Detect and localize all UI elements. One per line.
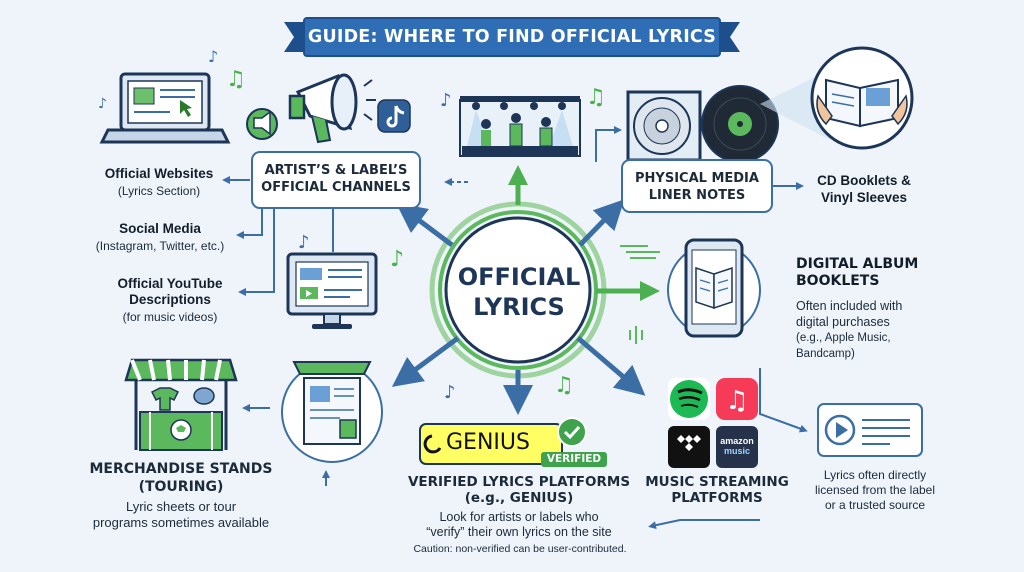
verified-platforms-title: VERIFIED LYRICS PLATFORMS (e.g., GENIUS) [394,474,644,506]
streaming-note-line-2: licensed from the label [814,483,936,497]
streaming-title-line-1: MUSIC STREAMING [645,474,789,490]
booklet-magnify-icon [760,46,914,150]
artist-channels-box [251,151,421,209]
streaming-note-line-3: or a trusted source [824,498,926,512]
artist-channels-title-line-2: OFFICIAL CHANNELS [261,180,411,195]
digital-booklets-desc: Often included with digital purchases (e… [796,298,996,362]
title-banner [284,17,740,57]
digital-booklets-title-line-1: DIGITAL ALBUM [796,256,919,272]
streaming-note-line-1: Lyrics often directly [823,468,927,482]
svg-text:♫: ♫ [586,85,606,110]
streaming-title: MUSIC STREAMING PLATFORMS [642,474,792,506]
social-title: Social Media [119,221,201,236]
websites-note: (Lyrics Section) [117,184,201,198]
video-lyrics-box [817,403,923,457]
verified-title-line-1: VERIFIED LYRICS PLATFORMS [407,474,631,490]
page-title: GUIDE: WHERE TO FIND OFFICIAL LYRICS [307,27,717,47]
physical-media-title-line-2: LINER NOTES [648,188,746,203]
youtube-title-line-2: Descriptions [129,292,211,307]
svg-text:♪: ♪ [298,232,310,253]
verified-desc-line-1: Look for artists or labels who [439,510,599,524]
youtube-title: Official YouTube Descriptions [98,276,242,308]
youtube-title-line-1: Official YouTube [117,276,223,291]
physical-media-detail-line-2: Vinyl Sleeves [820,190,908,205]
sound-wave-icon [620,245,660,344]
music-note-icons: ♪ ♫ ♪ ♪ ♫ ♪ ♪ ♫ ♪ [98,47,606,403]
spotify-icon [668,378,710,420]
digital-booklets-title-line-2: BOOKLETS [796,273,880,289]
merch-stand-icon [124,358,238,451]
svg-text:♪: ♪ [440,90,452,111]
merch-title-line-1: MERCHANDISE STANDS [89,461,273,477]
verified-platforms-desc: Look for artists or labels who “verify” … [396,510,642,540]
verified-title-line-2: (e.g., GENIUS) [464,490,574,506]
connector-arrows [222,126,808,530]
merch-title-line-2: (TOURING) [138,479,224,495]
megaphone-icon [246,73,376,144]
center-line-1: OFFICIAL [457,263,581,291]
cd-vinyl-icon [626,85,779,163]
artist-channels-title-line-1: ARTIST’S & LABEL’S [264,163,408,178]
digital-booklets-desc-line-4: Bandcamp) [796,348,855,360]
streaming-title-line-2: PLATFORMS [671,490,763,506]
digital-booklets-desc-line-2: digital purchases [796,315,890,329]
genius-logo-text: GENIUS [446,430,530,455]
lyric-sheet-icon [281,361,383,463]
laptop-icon [99,72,231,144]
websites-title: Official Websites [104,166,214,181]
svg-text:♫: ♫ [725,386,748,416]
center-hub-label: OFFICIAL LYRICS [444,262,594,322]
social-note: (Instagram, Twitter, etc.) [95,239,225,253]
svg-text:♪: ♪ [444,382,456,403]
svg-text:♫: ♫ [226,67,246,92]
arrow-to-physical-media [578,199,625,247]
physical-media-box [621,159,773,213]
merch-desc: Lyric sheets or tour programs sometimes … [82,499,280,531]
center-hub [429,201,607,379]
genius-logo [419,417,587,465]
merch-title: MERCHANDISE STANDS (TOURING) [88,460,274,496]
svg-text:♪: ♪ [208,47,218,66]
concert-stage-icon [459,96,581,157]
arrow-to-streaming [576,336,646,396]
center-line-2: LYRICS [473,293,565,321]
tiktok-icon [377,99,411,133]
amazon-music-icon [716,426,758,468]
physical-media-detail: CD Booklets & Vinyl Sleeves [800,172,928,206]
svg-text:♫: ♫ [554,373,574,398]
arrow-to-artist-channels [396,203,454,247]
physical-media-title: PHYSICAL MEDIA LINER NOTES [622,170,772,204]
verified-caution: Caution: non-verified can be user-contri… [413,543,627,555]
amazon-label-line-2: music [723,446,750,456]
tidal-icon [668,426,710,468]
artist-channels-title: ARTIST’S & LABEL’S OFFICIAL CHANNELS [252,162,420,196]
verified-badge: VERIFIED [541,452,607,467]
digital-booklets-desc-line-1: Often included with [796,299,903,313]
arrow-to-merch [391,335,460,387]
physical-media-detail-line-1: CD Booklets & [817,173,911,188]
streaming-note: Lyrics often directly licensed from the … [800,468,950,513]
tablet-icon [667,238,761,338]
amazon-label-line-1: amazon [720,436,754,446]
monitor-icon [286,252,378,329]
amazon-music-label: amazon music [716,436,758,456]
physical-media-title-line-1: PHYSICAL MEDIA [635,171,759,186]
verified-desc-line-2: “verify” their own lyrics on the site [426,525,612,539]
apple-music-icon: ♫ [716,378,758,420]
digital-booklets-title: DIGITAL ALBUM BOOKLETS [796,256,996,290]
svg-text:♪: ♪ [98,96,107,112]
merch-desc-line-1: Lyric sheets or tour [125,499,237,514]
digital-booklets-desc-line-3: (e.g., Apple Music, [796,332,891,344]
merch-desc-line-2: programs sometimes available [92,515,270,530]
svg-text:♪: ♪ [390,247,404,272]
hub-arrows [391,165,660,415]
youtube-note: (for music videos) [122,310,218,324]
